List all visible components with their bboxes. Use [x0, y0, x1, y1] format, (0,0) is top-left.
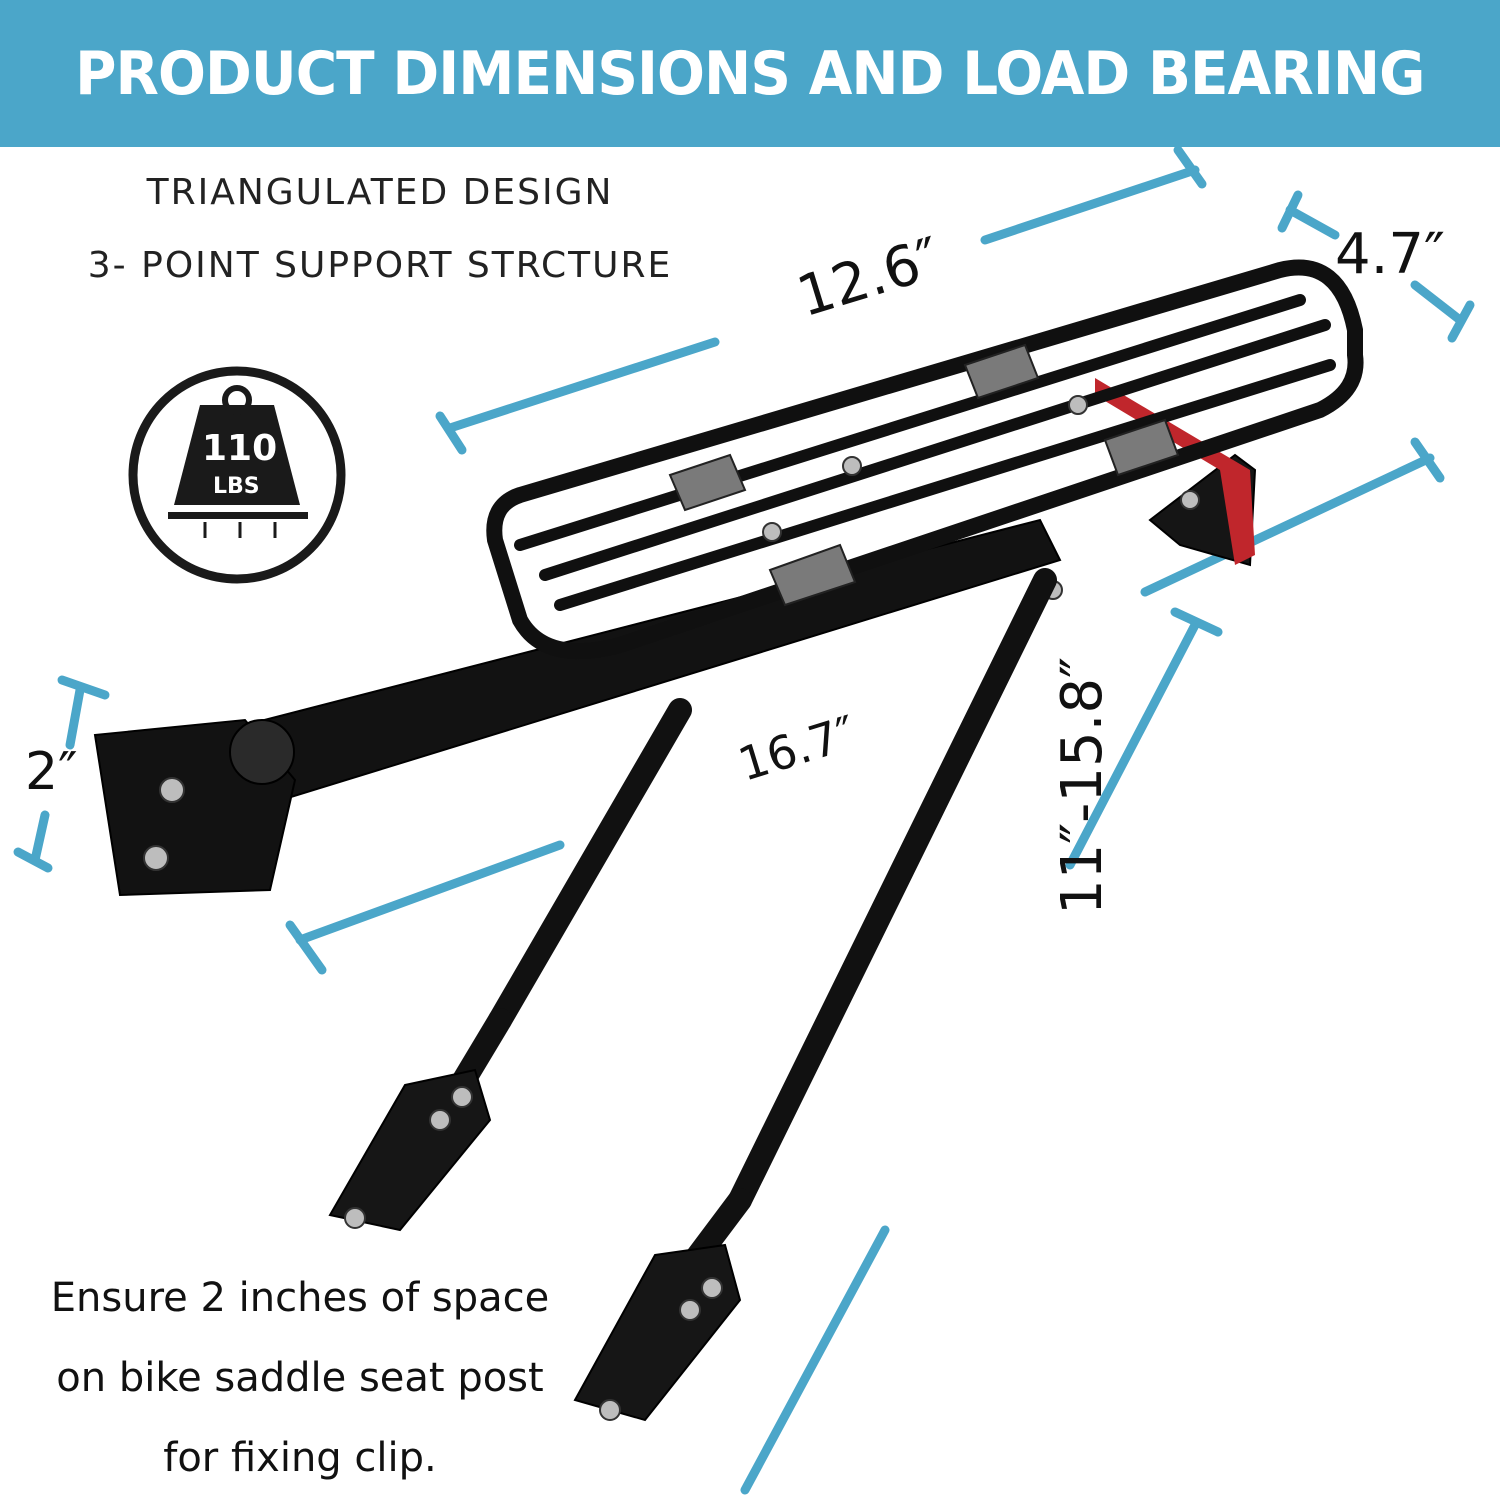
- header-banner: PRODUCT DIMENSIONS AND LOAD BEARING: [0, 0, 1500, 147]
- rack-bolts: [143, 395, 1200, 871]
- page-title: PRODUCT DIMENSIONS AND LOAD BEARING: [75, 38, 1425, 109]
- load-capacity-badge: [128, 366, 346, 584]
- installation-note: Ensure 2 inches of space on bike saddle …: [0, 1258, 600, 1498]
- dimension-lines: [13, 145, 1475, 1495]
- leg-bolts: [344, 1086, 723, 1421]
- dimension-width-top: 4.7″: [1335, 222, 1445, 287]
- leg-mounts: [328, 1068, 742, 1422]
- weight-icon: [174, 405, 300, 505]
- dimension-tube-height: 2″: [25, 742, 78, 802]
- rack-platform: [486, 259, 1364, 660]
- dimension-line-12-6-right: [980, 165, 1200, 245]
- feature-line-2: 3- POINT SUPPORT STRCTURE: [87, 245, 673, 286]
- load-value: 110: [202, 428, 278, 469]
- dimension-leg-length: 11″-15.8″: [1050, 657, 1115, 915]
- note-line-2: on bike saddle seat post: [56, 1355, 544, 1401]
- note-line-1: Ensure 2 inches of space: [50, 1275, 550, 1321]
- note-line-3: for fixing clip.: [163, 1435, 437, 1481]
- dimension-line-12-6-left: [445, 337, 720, 433]
- load-unit: LBS: [213, 474, 260, 499]
- feature-line-1: TRIANGULATED DESIGN: [146, 172, 614, 213]
- rack-clamps: [668, 343, 1180, 607]
